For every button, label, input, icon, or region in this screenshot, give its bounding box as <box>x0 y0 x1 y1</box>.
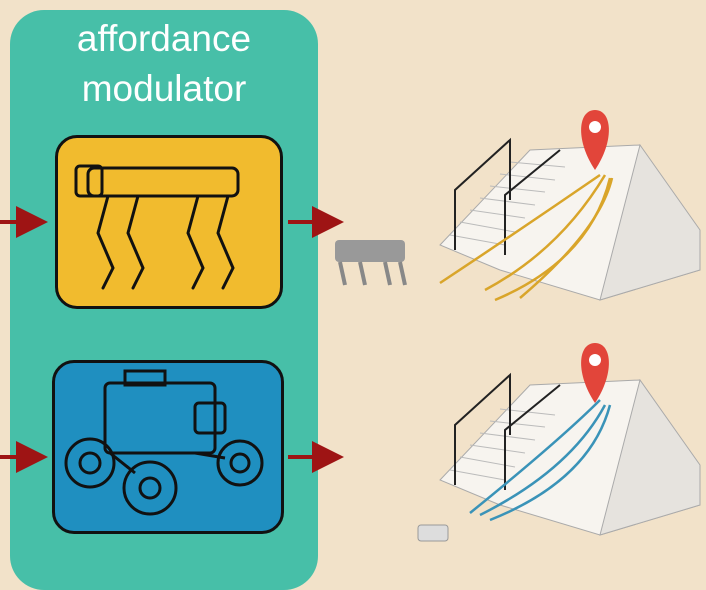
wheeled-robot-model <box>417 524 449 542</box>
stairs-ramp-scene-wheeled <box>417 343 701 542</box>
title-line-1: affordance <box>76 18 252 59</box>
arrows-and-scenes <box>0 110 701 542</box>
title-line-2: modulator <box>81 68 247 109</box>
goal-pin-icon <box>581 110 609 170</box>
quadruped-robot-icon <box>74 164 240 290</box>
goal-pin-icon <box>581 343 609 403</box>
wheeled-robot-icon <box>64 369 264 516</box>
legged-robot-box <box>55 135 283 309</box>
legged-robot-model <box>335 240 405 262</box>
panel-title: affordance modulator <box>10 14 318 114</box>
stairs-ramp-scene-legged <box>335 110 701 302</box>
wheeled-robot-box <box>52 360 284 534</box>
